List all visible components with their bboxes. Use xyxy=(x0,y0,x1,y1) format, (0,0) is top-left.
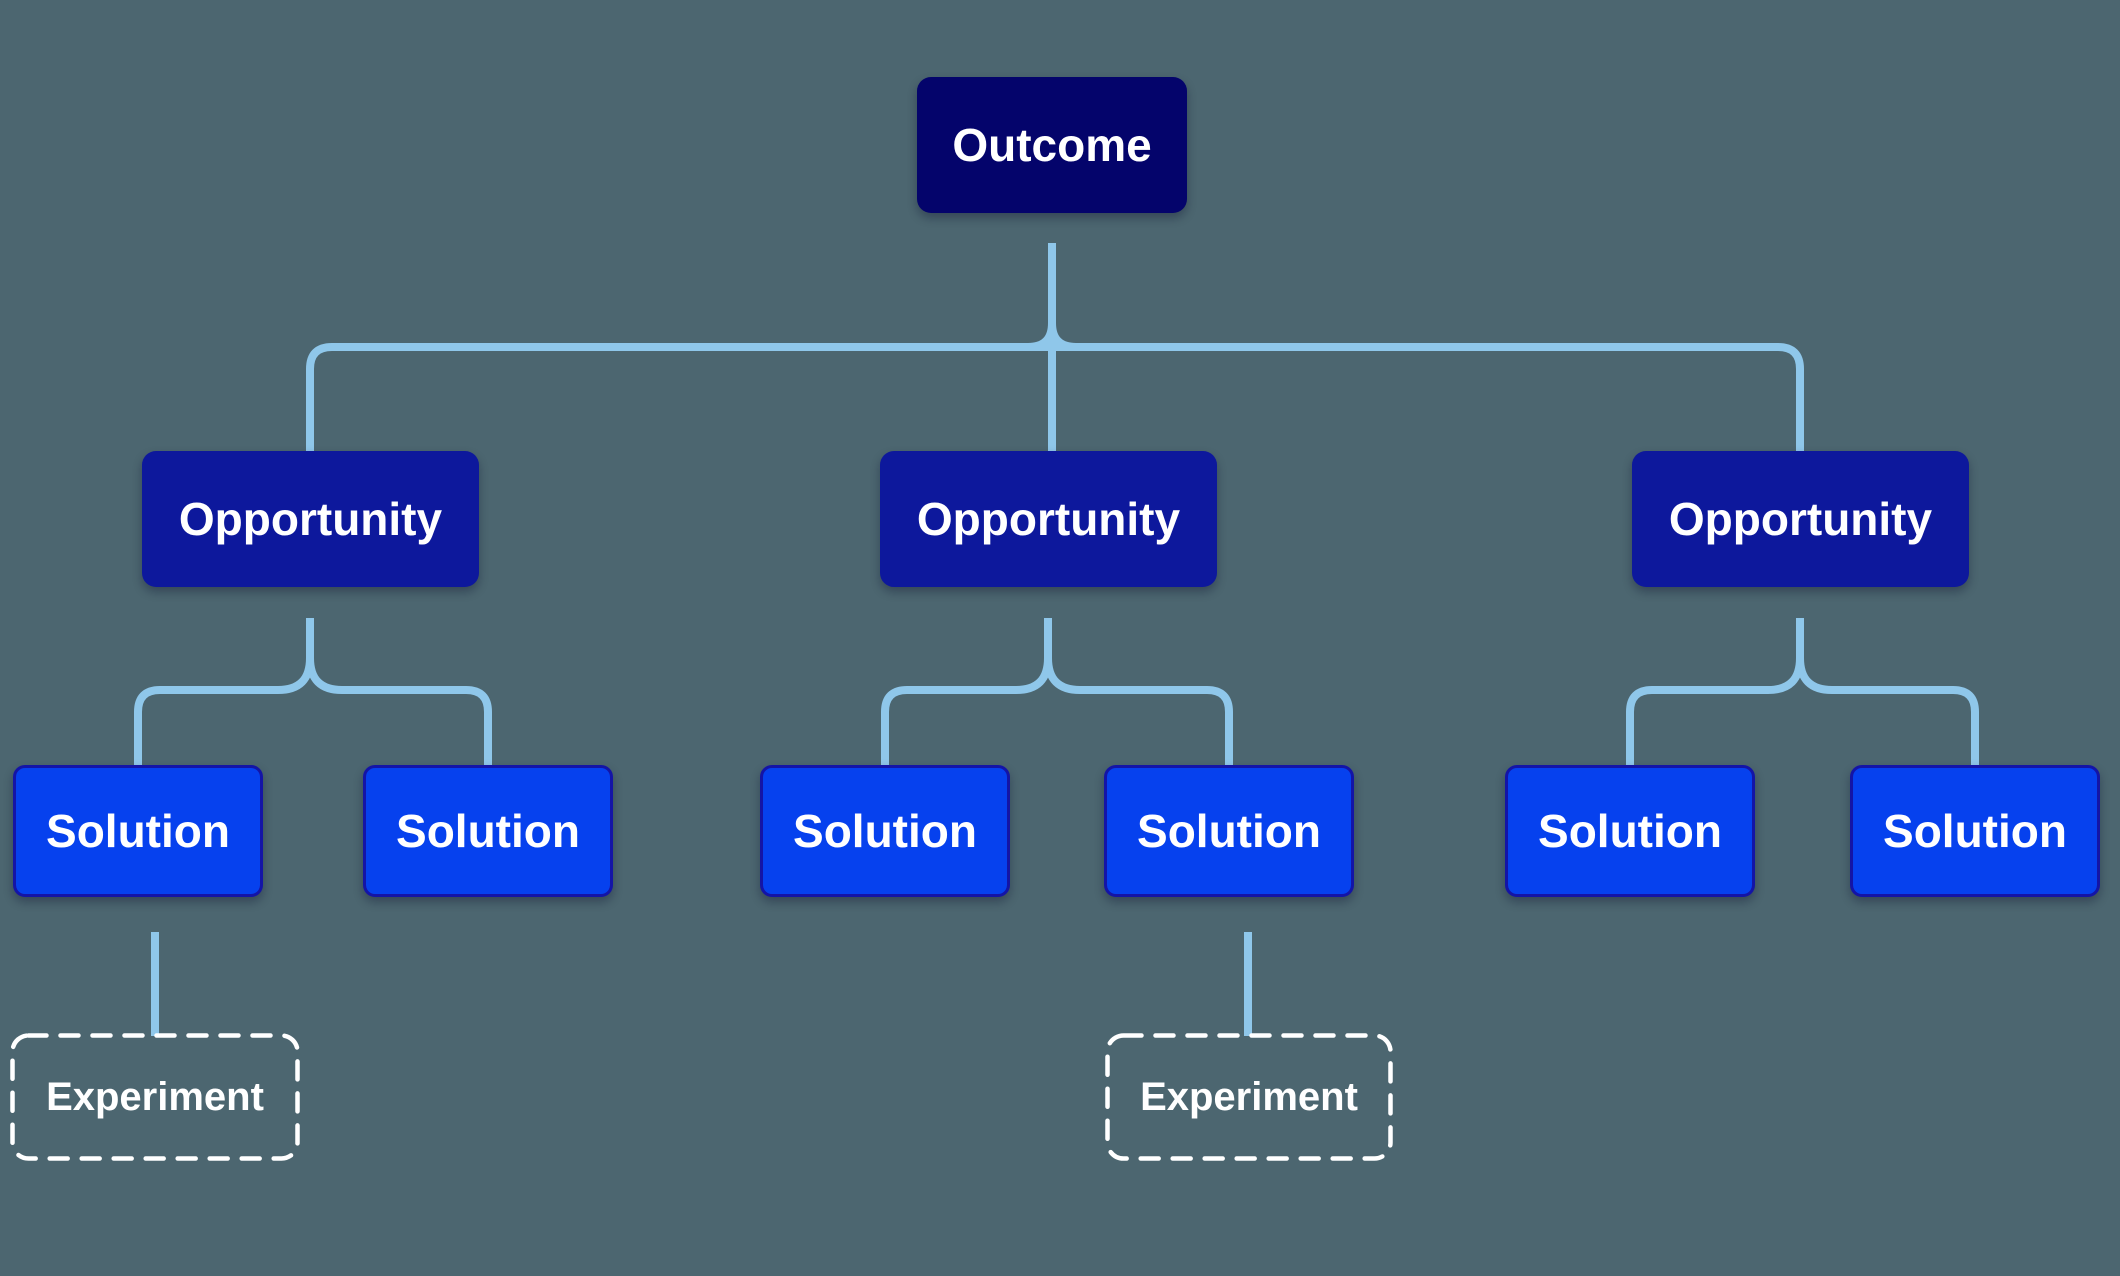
solution-5-label: Solution xyxy=(1538,805,1722,857)
opportunity-node-2: Opportunity xyxy=(880,451,1217,587)
solution-node-6: Solution xyxy=(1850,765,2100,897)
experiment-node-2: Experiment xyxy=(1105,1033,1393,1161)
opportunity-1-split-right xyxy=(306,618,492,768)
solution-node-2: Solution xyxy=(363,765,613,897)
solution-6-label: Solution xyxy=(1883,805,2067,857)
opportunity-2-split-right xyxy=(1044,618,1233,768)
experiment-1-dashed-border xyxy=(10,1033,300,1161)
solution-2-label: Solution xyxy=(396,805,580,857)
experiment-2-label: Experiment xyxy=(1140,1074,1358,1119)
opportunity-3-label: Opportunity xyxy=(1668,493,1933,545)
opportunity-1-split-left xyxy=(134,618,314,768)
experiment-node-1: Experiment xyxy=(10,1033,300,1161)
opportunity-3-split-right xyxy=(1796,618,1979,768)
opportunity-2-label: Opportunity xyxy=(916,493,1181,545)
experiment-1-label: Experiment xyxy=(46,1074,264,1119)
solution-node-4: Solution xyxy=(1104,765,1354,897)
opportunity-node-1: Opportunity xyxy=(142,451,479,587)
solution-node-1: Solution xyxy=(13,765,263,897)
solution-node-3: Solution xyxy=(760,765,1010,897)
solution-3-label: Solution xyxy=(793,805,977,857)
opportunity-2-split-left xyxy=(881,618,1052,768)
outcome-node: Outcome xyxy=(917,77,1187,213)
solution-4-label: Solution xyxy=(1137,805,1321,857)
solution-1-label: Solution xyxy=(46,805,230,857)
outcome-label: Outcome xyxy=(952,119,1152,171)
solution-node-5: Solution xyxy=(1505,765,1755,897)
experiment-2-dashed-border xyxy=(1105,1033,1393,1161)
opportunities-bus-connector xyxy=(306,343,1804,455)
opportunity-node-3: Opportunity xyxy=(1632,451,1969,587)
opportunity-3-split-left xyxy=(1626,618,1804,768)
opportunity-1-label: Opportunity xyxy=(178,493,443,545)
